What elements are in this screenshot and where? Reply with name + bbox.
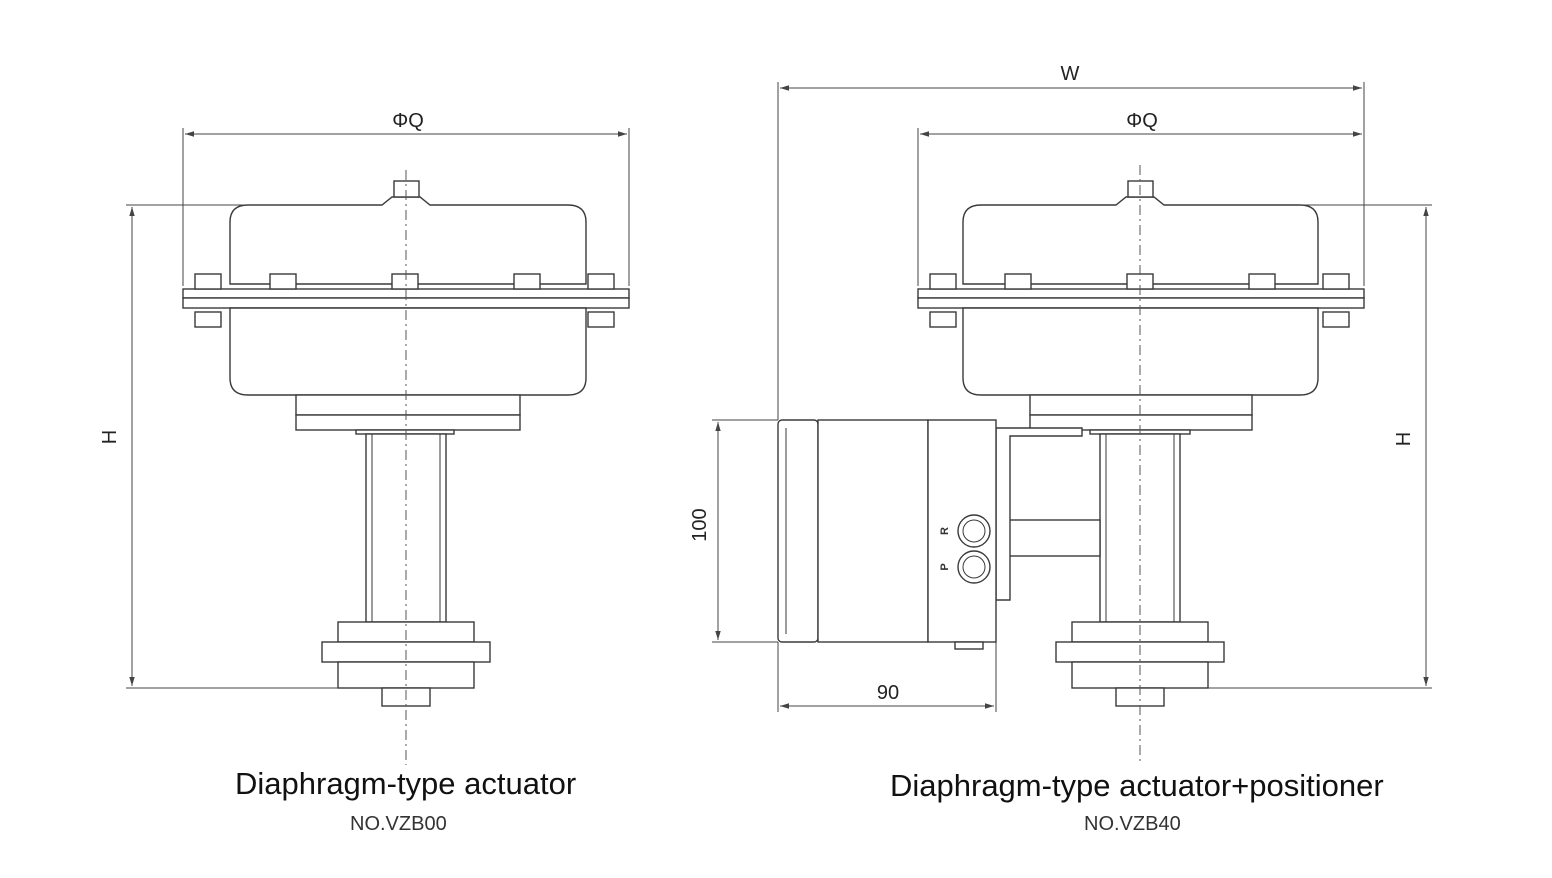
right-dim-100: 100 xyxy=(689,508,711,541)
right-caption: Diaphragm-type actuator+positioner xyxy=(890,768,1384,803)
left-model-number: NO.VZB00 xyxy=(350,813,447,835)
left-dim-q: ΦQ xyxy=(392,110,424,132)
port-r-label: R xyxy=(939,527,951,535)
right-dim-h: H xyxy=(1393,432,1415,446)
left-dim-h: H xyxy=(99,430,121,444)
right-actuator-drawing: R P W ΦQ H 100 90 xyxy=(689,63,1432,765)
port-p-label: P xyxy=(939,563,951,570)
right-dim-90: 90 xyxy=(877,682,899,704)
right-model-number: NO.VZB40 xyxy=(1084,813,1181,835)
right-dim-w: W xyxy=(1061,63,1080,85)
left-actuator-drawing: ΦQ H xyxy=(99,110,630,765)
right-dim-q: ΦQ xyxy=(1126,110,1158,132)
left-caption: Diaphragm-type actuator xyxy=(235,766,577,801)
